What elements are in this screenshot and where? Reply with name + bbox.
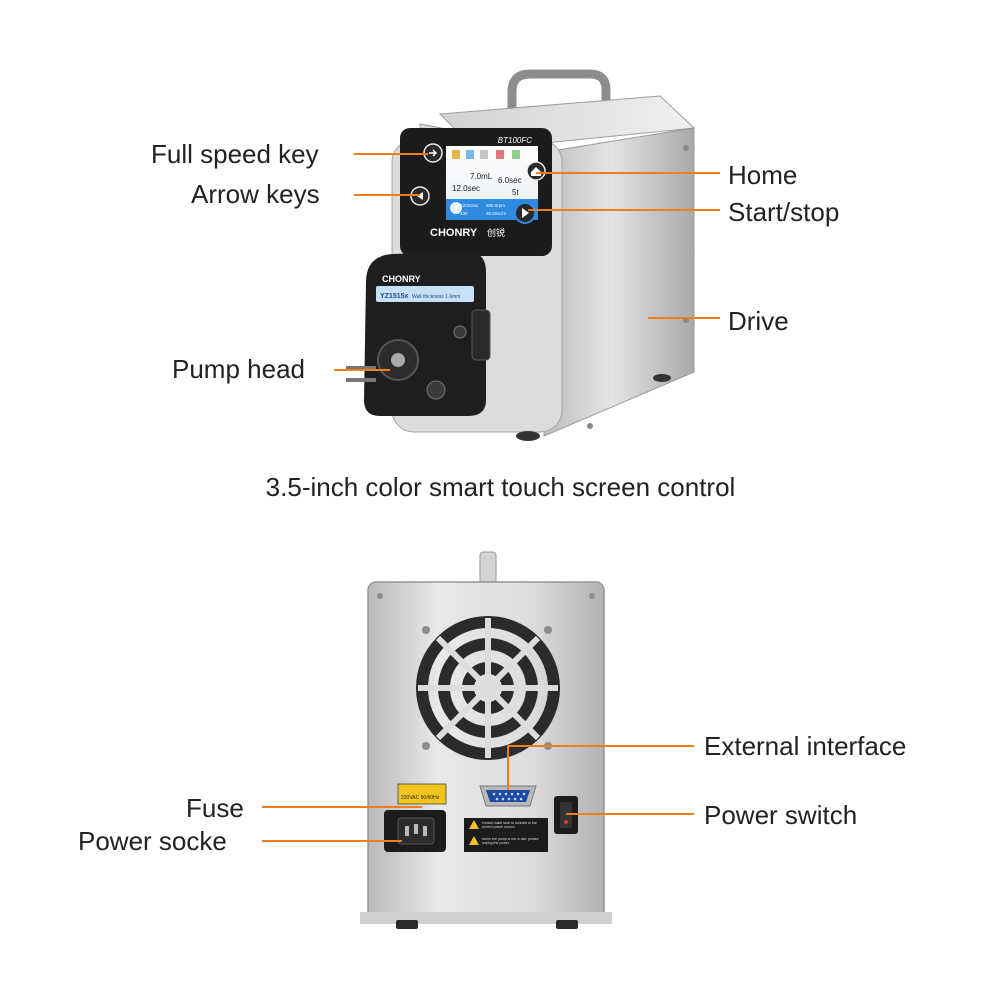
screen-row2-right: 5t bbox=[512, 188, 519, 197]
callout-start-stop: Start/stop bbox=[728, 197, 840, 227]
screen-tube-b: 600.0rpm bbox=[486, 203, 505, 208]
pump-head: YZ1515x Wall thickness 1.6mm CHONRY bbox=[346, 252, 491, 416]
screen-tube-e: 35.0mL/m bbox=[486, 211, 506, 216]
brand-label-cn: 创锐 bbox=[487, 227, 505, 238]
pump-head-wall-label: Wall thickness 1.6mm bbox=[412, 294, 460, 300]
callout-line-external-interface bbox=[507, 745, 694, 790]
drive-side-face bbox=[543, 127, 695, 437]
callout-full-speed-key: Full speed key bbox=[151, 139, 319, 169]
pump-head-tube-label: YZ1515x bbox=[380, 293, 409, 300]
callout-pump-head: Pump head bbox=[172, 354, 305, 384]
warning-text-2: When the pump is not in use, please unpl… bbox=[482, 838, 539, 845]
screen-row1-right: 6.0sec bbox=[498, 176, 522, 185]
screen-row2-left: 12.0sec bbox=[452, 184, 480, 193]
power-socket-icon bbox=[384, 810, 446, 852]
voltage-label: 220VAC 50/60Hz bbox=[401, 795, 440, 801]
back-callout-lines bbox=[262, 745, 694, 842]
callout-power-socket: Power socke bbox=[78, 826, 227, 856]
screen-status-icons bbox=[450, 150, 520, 214]
start-stop-key-icon[interactable] bbox=[514, 202, 536, 224]
model-label: BT100FC bbox=[498, 136, 532, 145]
fan-grille bbox=[416, 616, 560, 760]
caption: 3.5-inch color smart touch screen contro… bbox=[265, 472, 736, 502]
callout-fuse: Fuse bbox=[186, 793, 244, 823]
callout-arrow-keys: Arrow keys bbox=[191, 179, 320, 209]
callout-external-interface: External interface bbox=[704, 731, 907, 761]
callout-power-switch: Power switch bbox=[704, 800, 858, 830]
screen-row1-left: 7.0mL bbox=[470, 172, 493, 181]
front-pump-unit: BT100FC 7.0mL 12.0sec 6.0sec 5t YZ1515x … bbox=[346, 69, 696, 441]
carry-handle bbox=[507, 69, 611, 115]
external-interface-connector-icon bbox=[479, 785, 537, 807]
warning-label bbox=[464, 818, 548, 852]
front-callout-lines bbox=[334, 153, 720, 371]
pump-head-brand: CHONRY bbox=[382, 274, 421, 284]
callout-home: Home bbox=[728, 160, 798, 190]
home-key-icon[interactable] bbox=[526, 161, 546, 181]
callout-drive: Drive bbox=[728, 306, 789, 336]
warning-text-1: Please make sure to connect to the corre… bbox=[482, 822, 537, 829]
screen-tube-d: 13# bbox=[460, 211, 468, 216]
brand-label: CHONRY bbox=[430, 227, 478, 239]
screen-tube-a: YZ1515x bbox=[460, 203, 479, 208]
rear-pump-unit: 220VAC 50/60Hz bbox=[360, 551, 612, 929]
